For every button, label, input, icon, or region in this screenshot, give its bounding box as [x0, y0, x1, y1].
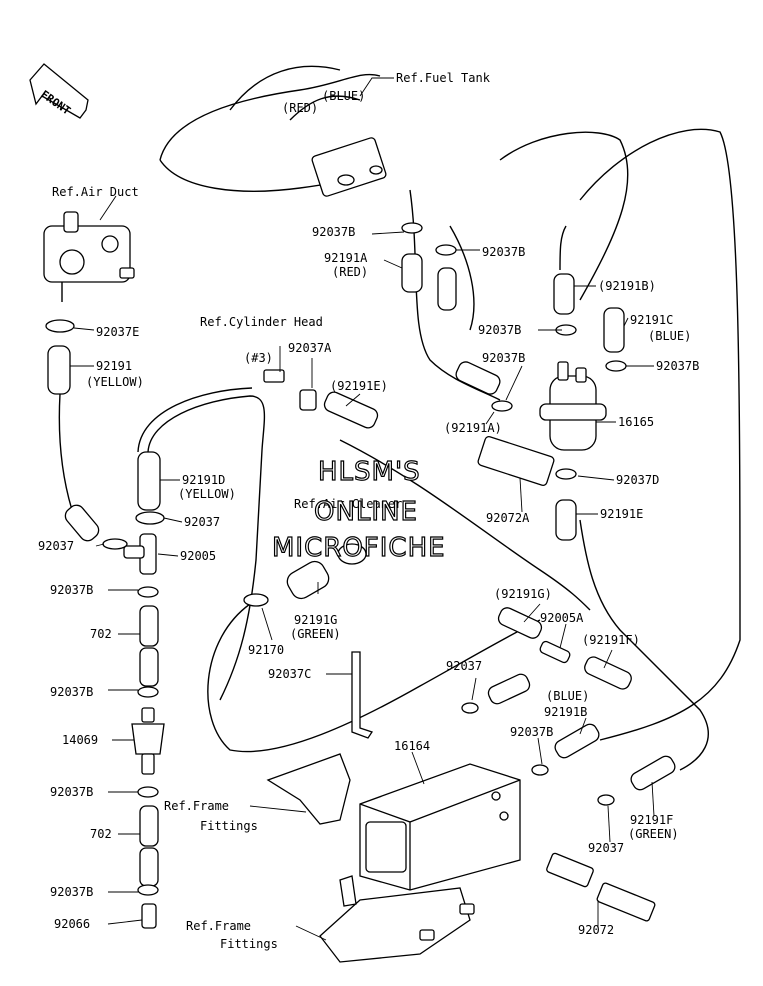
label-92191c: 92191C	[630, 313, 673, 327]
label-92072: 92072	[578, 923, 614, 937]
label-ref-air-duct: Ref.Air Duct	[52, 185, 139, 199]
label-92037b-b: 92037B	[482, 245, 525, 259]
label-92037b-a: 92037B	[312, 225, 355, 239]
label-92037b-g: 92037B	[510, 725, 553, 739]
label-ref-cylinder-head: Ref.Cylinder Head	[200, 315, 323, 329]
leader-lines	[70, 77, 655, 941]
label-92191e-paren: (92191E)	[330, 379, 388, 393]
watermark-line-3: MICROFICHE	[272, 533, 446, 563]
label-blue-2: (BLUE)	[648, 329, 691, 343]
left-column-parts	[45, 319, 165, 929]
label-92191e: 92191E	[600, 507, 643, 521]
upper-middle-parts	[263, 222, 627, 429]
label-92037b-i: 92037B	[50, 785, 93, 799]
label-92037-b: 92037	[38, 539, 74, 553]
label-92037-a: 92037	[184, 515, 220, 529]
label-92037b-f: 92037B	[50, 583, 93, 597]
strap-92072	[546, 852, 656, 922]
label-blue-3: (BLUE)	[546, 689, 589, 703]
label-92005: 92005	[180, 549, 216, 563]
watermark: HLSM'S ONLINE MICROFICHE	[271, 456, 446, 563]
label-92066: 92066	[54, 917, 90, 931]
label-92037e: 92037E	[96, 325, 139, 339]
label-red-top: (RED)	[282, 101, 318, 115]
label-92037-c: 92037	[446, 659, 482, 673]
watermark-line-1: HLSM'S	[318, 457, 421, 487]
label-92037-d: 92037	[588, 841, 624, 855]
label-14069: 14069	[62, 733, 98, 747]
air-cleaner-parts	[243, 543, 676, 806]
label-92170: 92170	[248, 643, 284, 657]
label-92191b-paren: (92191B)	[598, 279, 656, 293]
label-92037b-h: 92037B	[50, 685, 93, 699]
label-yellow-3: (YELLOW)	[178, 487, 236, 501]
label-blue-top: (BLUE)	[322, 89, 365, 103]
label-92037c: 92037C	[268, 667, 311, 681]
watermark-line-2: ONLINE	[314, 497, 418, 527]
label-92037b-j: 92037B	[50, 885, 93, 899]
label-92191a: 92191A	[324, 251, 368, 265]
label-fittings-2: Fittings	[220, 937, 278, 951]
label-fittings-1: Fittings	[200, 819, 258, 833]
frame-fittings-lower	[319, 875, 475, 963]
front-arrow-icon: FRONT	[29, 63, 89, 119]
label-702-a: 702	[90, 627, 112, 641]
hose-loops	[137, 128, 741, 771]
label-92037b-e: 92037B	[656, 359, 699, 373]
part-labels: Ref.Fuel Tank (RED) (BLUE) Ref.Air Duct …	[38, 71, 699, 951]
label-92191f-paren: (92191F)	[582, 633, 640, 647]
label-92037b-d: 92037B	[482, 351, 525, 365]
label-16165: 16165	[618, 415, 654, 429]
fuel-filter	[539, 361, 607, 541]
label-ref-frame-2: Ref.Frame	[186, 919, 251, 933]
label-92191a-paren: (92191A)	[444, 421, 502, 435]
label-92191d: 92191D	[182, 473, 225, 487]
label-ref-frame-1: Ref.Frame	[164, 799, 229, 813]
label-92191g-paren: (92191G)	[494, 587, 552, 601]
bracket-92072a	[477, 435, 555, 487]
label-red-2: (RED)	[332, 265, 368, 279]
fuel-tank-outline	[159, 65, 387, 197]
label-92037b-c: 92037B	[478, 323, 521, 337]
label-92191f: 92191F	[630, 813, 673, 827]
label-green-1: (GREEN)	[290, 627, 341, 641]
label-cylinder-3: (#3)	[244, 351, 273, 365]
air-duct-valve	[43, 211, 135, 302]
label-16164: 16164	[394, 739, 430, 753]
label-92005a: 92005A	[540, 611, 584, 625]
label-92191b: 92191B	[544, 705, 587, 719]
label-702-b: 702	[90, 827, 112, 841]
canister	[359, 763, 521, 891]
label-yellow-1: (YELLOW)	[86, 375, 144, 389]
label-92037a: 92037A	[288, 341, 332, 355]
label-ref-air-cleaner: Ref.Air Cleaner	[294, 497, 402, 511]
label-92072a: 92072A	[486, 511, 530, 525]
label-ref-fuel-tank: Ref.Fuel Tank	[396, 71, 491, 85]
label-92191g: 92191G	[294, 613, 337, 627]
label-92037d: 92037D	[616, 473, 659, 487]
label-green-2: (GREEN)	[628, 827, 679, 841]
frame-fittings-upper	[266, 651, 374, 825]
label-92191: 92191	[96, 359, 132, 373]
